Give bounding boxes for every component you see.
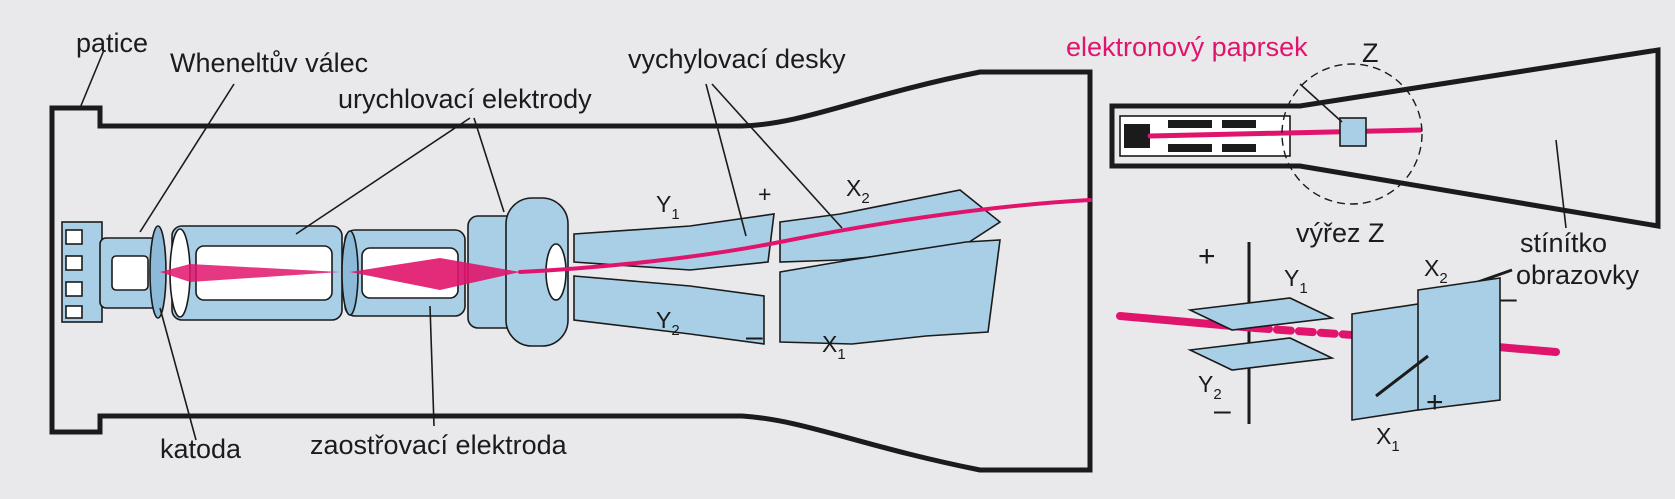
symbol-detail-x1: X1	[1376, 423, 1400, 455]
label-paprsek: elektronový paprsek	[1066, 32, 1308, 62]
electron-beam-main	[160, 198, 1092, 290]
sign-plus-detail-x: +	[1426, 386, 1444, 419]
detail-y1-plate	[1187, 297, 1335, 331]
inset-tube	[1109, 47, 1661, 229]
sign-minus-main: –	[746, 320, 763, 353]
sign-minus-detail-x: –	[1500, 282, 1517, 315]
x2-plate	[779, 189, 1002, 263]
symbol-y1: Y1	[656, 191, 680, 223]
plate-symbols-detail: Y1 Y2 X2 X1 + – + –	[1198, 240, 1517, 455]
labels: patice Wheneltův válec urychlovací elekt…	[76, 28, 1640, 464]
detail-y2-plate	[1187, 337, 1335, 371]
symbol-detail-y2: Y2	[1198, 371, 1222, 403]
label-vyrez: výřez Z	[1296, 218, 1385, 248]
plate-detail	[1116, 242, 1560, 424]
x1-plate	[779, 239, 1001, 345]
label-wehnelt: Wheneltův válec	[170, 48, 368, 78]
detail-x2-plate	[1417, 277, 1501, 411]
deflection-plates	[573, 189, 1002, 345]
label-zaostrovaci: zaostřovací elektroda	[310, 430, 568, 460]
label-katoda: katoda	[160, 434, 242, 464]
label-vychylovaci: vychylovací desky	[628, 44, 846, 74]
label-patice: patice	[76, 28, 148, 58]
plate-symbols-main: Y1 Y2 X2 X1 + –	[656, 175, 870, 363]
label-urychlovaci: urychlovací elektrody	[338, 84, 592, 114]
sign-plus-detail-y: +	[1198, 240, 1216, 273]
inset-plates	[1339, 117, 1367, 147]
tube-envelope	[49, 69, 1093, 473]
label-z: Z	[1362, 38, 1379, 68]
cutout-circle	[1281, 63, 1423, 205]
sign-minus-detail-y: –	[1214, 394, 1231, 427]
label-stinitko-2: obrazovky	[1516, 260, 1640, 290]
symbol-detail-x2: X2	[1424, 255, 1448, 287]
label-stinitko-1: stínítko	[1520, 228, 1607, 258]
sign-plus-main: +	[758, 181, 771, 207]
y1-plate	[573, 213, 775, 271]
symbol-x1: X1	[822, 331, 846, 363]
symbol-x2: X2	[846, 175, 870, 207]
symbol-detail-y1: Y1	[1284, 265, 1308, 297]
symbol-y2: Y2	[656, 307, 680, 339]
y2-plate	[573, 275, 765, 345]
leader-lines	[79, 49, 1567, 441]
